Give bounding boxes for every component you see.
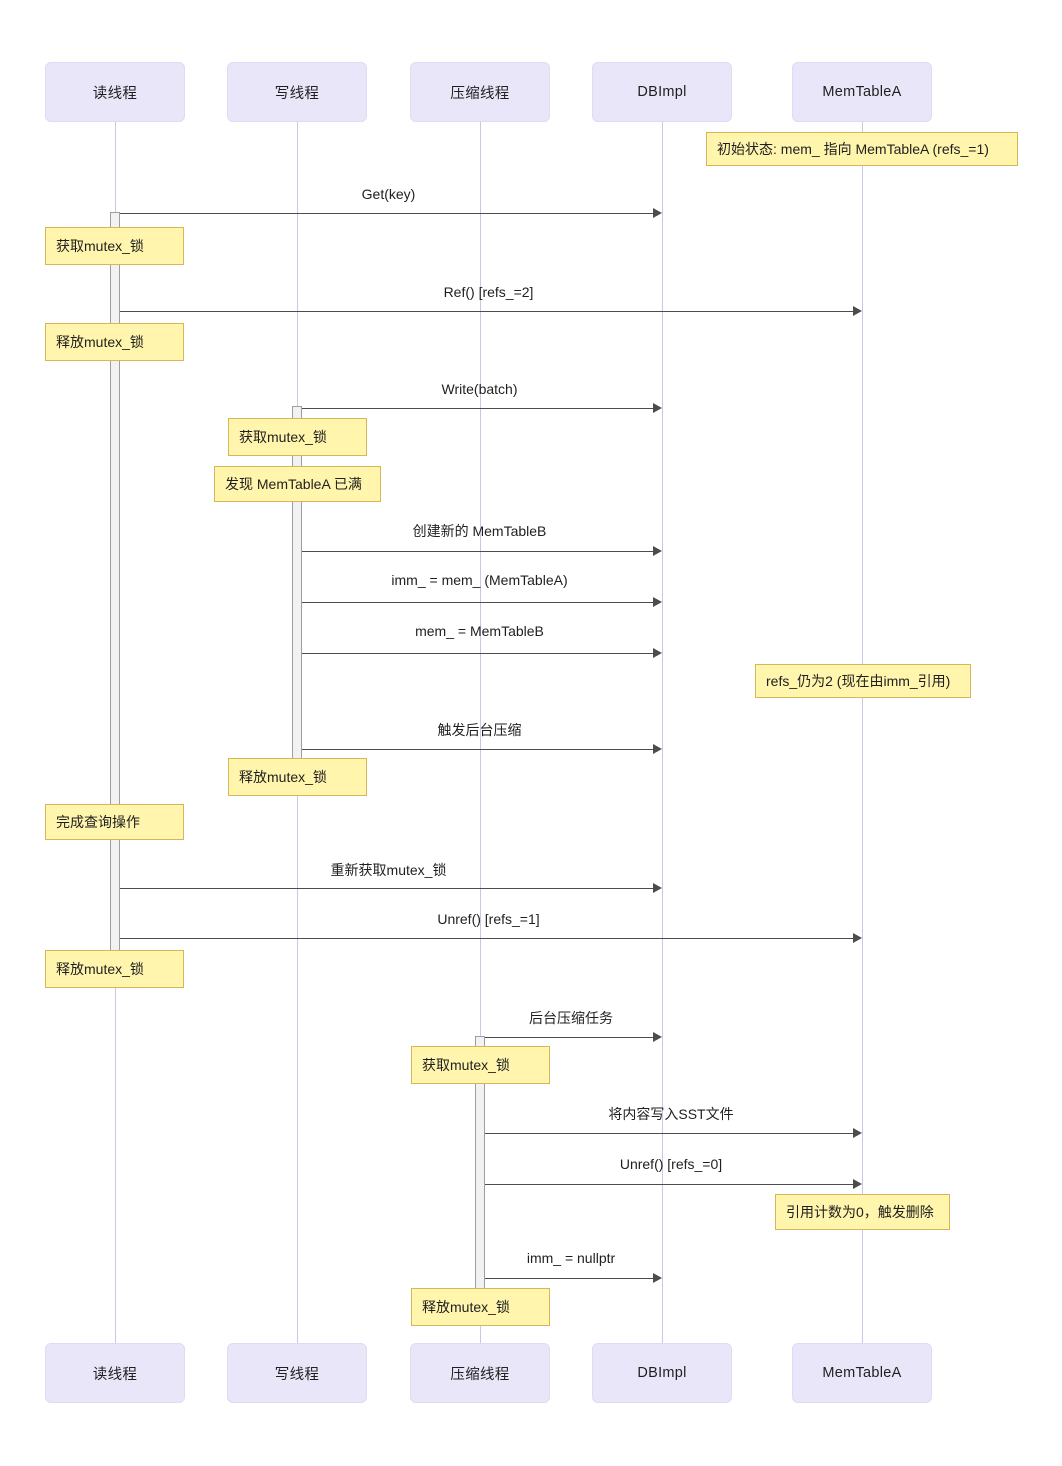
note-text: 释放mutex_锁 <box>56 961 144 977</box>
message-arrowhead-icon-5 <box>653 648 662 658</box>
message-line-6 <box>302 749 653 750</box>
message-line-7 <box>120 888 653 889</box>
participant-label: 写线程 <box>274 85 320 102</box>
message-label-11: Unref() [refs_=0] <box>619 1156 723 1172</box>
note-text: 初始状态: mem_ 指向 MemTableA (refs_=1) <box>717 141 989 157</box>
message-line-2 <box>302 408 653 409</box>
participant-dbimpl-footer[interactable]: DBImpl <box>592 1343 732 1403</box>
participant-write-footer[interactable]: 写线程 <box>227 1343 367 1403</box>
participant-memtable-footer[interactable]: MemTableA <box>792 1343 932 1403</box>
participant-compact-header[interactable]: 压缩线程 <box>410 62 550 122</box>
message-label-3: 创建新的 MemTableB <box>412 523 547 539</box>
note-6: 释放mutex_锁 <box>228 758 367 796</box>
note-text: 释放mutex_锁 <box>239 769 327 785</box>
note-11: 释放mutex_锁 <box>411 1288 550 1326</box>
message-label-2: Write(batch) <box>441 381 518 397</box>
note-8: 释放mutex_锁 <box>45 950 184 988</box>
message-line-0 <box>120 213 653 214</box>
message-label-7: 重新获取mutex_锁 <box>330 862 447 878</box>
note-text: 获取mutex_锁 <box>56 238 144 254</box>
message-arrowhead-icon-7 <box>653 883 662 893</box>
note-text: 完成查询操作 <box>56 814 140 830</box>
message-line-11 <box>485 1184 853 1185</box>
message-label-1: Ref() [refs_=2] <box>443 284 534 300</box>
note-4: 发现 MemTableA 已满 <box>214 466 381 502</box>
participant-label: DBImpl <box>637 1365 687 1381</box>
message-line-1 <box>120 311 853 312</box>
activation-bar-write <box>292 406 302 761</box>
participant-compact-footer[interactable]: 压缩线程 <box>410 1343 550 1403</box>
participant-label: DBImpl <box>637 84 687 100</box>
message-arrowhead-icon-2 <box>653 403 662 413</box>
message-line-5 <box>302 653 653 654</box>
participant-memtable-header[interactable]: MemTableA <box>792 62 932 122</box>
message-line-9 <box>485 1037 653 1038</box>
participant-label: MemTableA <box>822 1365 902 1381</box>
note-text: 获取mutex_锁 <box>422 1057 510 1073</box>
note-1: 获取mutex_锁 <box>45 227 184 265</box>
message-line-12 <box>485 1278 653 1279</box>
message-arrowhead-icon-6 <box>653 744 662 754</box>
participant-label: 读线程 <box>92 85 138 102</box>
note-text: 引用计数为0，触发删除 <box>786 1204 934 1220</box>
message-arrowhead-icon-8 <box>853 933 862 943</box>
note-3: 获取mutex_锁 <box>228 418 367 456</box>
participant-label: 压缩线程 <box>450 1366 510 1383</box>
message-line-10 <box>485 1133 853 1134</box>
message-arrowhead-icon-9 <box>653 1032 662 1042</box>
message-arrowhead-icon-12 <box>653 1273 662 1283</box>
participant-dbimpl-header[interactable]: DBImpl <box>592 62 732 122</box>
message-arrowhead-icon-4 <box>653 597 662 607</box>
note-text: 获取mutex_锁 <box>239 429 327 445</box>
message-arrowhead-icon-3 <box>653 546 662 556</box>
message-line-4 <box>302 602 653 603</box>
participant-label: MemTableA <box>822 84 902 100</box>
lifeline-compact <box>480 122 481 1343</box>
note-10: 引用计数为0，触发删除 <box>775 1194 950 1230</box>
note-text: 释放mutex_锁 <box>56 334 144 350</box>
note-text: 释放mutex_锁 <box>422 1299 510 1315</box>
participant-read-footer[interactable]: 读线程 <box>45 1343 185 1403</box>
message-label-9: 后台压缩任务 <box>529 1010 613 1026</box>
participant-label: 写线程 <box>274 1366 320 1383</box>
note-2: 释放mutex_锁 <box>45 323 184 361</box>
note-9: 获取mutex_锁 <box>411 1046 550 1084</box>
participant-label: 读线程 <box>92 1366 138 1383</box>
note-7: 完成查询操作 <box>45 804 184 840</box>
participant-read-header[interactable]: 读线程 <box>45 62 185 122</box>
message-label-10: 将内容写入SST文件 <box>608 1106 734 1122</box>
message-label-8: Unref() [refs_=1] <box>437 911 540 927</box>
message-label-6: 触发后台压缩 <box>437 722 522 738</box>
message-arrowhead-icon-10 <box>853 1128 862 1138</box>
message-arrowhead-icon-1 <box>853 306 862 316</box>
message-label-0: Get(key) <box>361 186 416 202</box>
participant-write-header[interactable]: 写线程 <box>227 62 367 122</box>
message-line-3 <box>302 551 653 552</box>
participant-label: 压缩线程 <box>450 85 510 102</box>
note-text: 发现 MemTableA 已满 <box>225 476 362 492</box>
note-5: refs_仍为2 (现在由imm_引用) <box>755 664 971 698</box>
lifeline-memtable <box>862 122 863 1343</box>
lifeline-dbimpl <box>662 122 663 1343</box>
note-0: 初始状态: mem_ 指向 MemTableA (refs_=1) <box>706 132 1018 166</box>
message-label-5: mem_ = MemTableB <box>415 623 544 639</box>
note-text: refs_仍为2 (现在由imm_引用) <box>766 673 951 689</box>
message-line-8 <box>120 938 853 939</box>
message-label-12: imm_ = nullptr <box>526 1250 616 1266</box>
message-arrowhead-icon-0 <box>653 208 662 218</box>
message-arrowhead-icon-11 <box>853 1179 862 1189</box>
message-label-4: imm_ = mem_ (MemTableA) <box>391 572 568 588</box>
